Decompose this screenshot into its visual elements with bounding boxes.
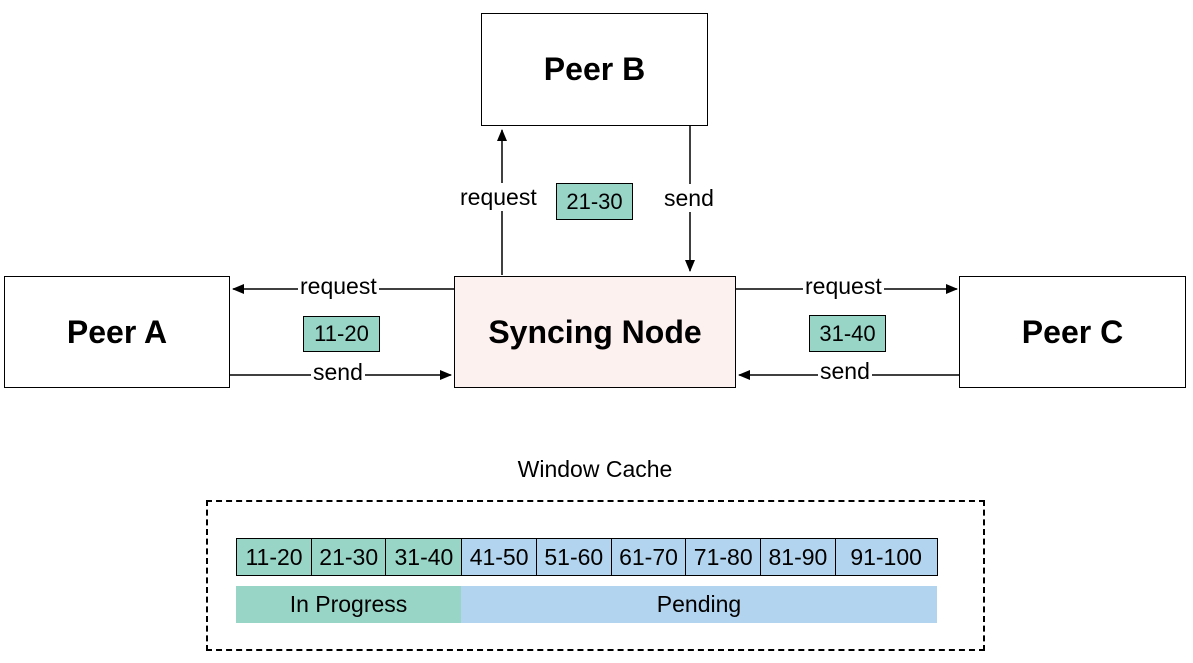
- syncing-node-box: Syncing Node: [454, 276, 736, 388]
- peer-a-box: Peer A: [4, 276, 230, 388]
- cache-cell: 21-30: [310, 538, 387, 576]
- range-tag-peer-b: 21-30: [556, 183, 633, 220]
- send-label-peer-b: send: [662, 184, 716, 212]
- cache-cell: 61-70: [610, 538, 687, 576]
- send-label-peer-a: send: [311, 358, 365, 386]
- legend-in-progress: In Progress: [236, 586, 461, 623]
- request-label-peer-a: request: [298, 272, 379, 300]
- range-tag-peer-c: 31-40: [809, 315, 886, 352]
- range-tag-peer-a: 11-20: [303, 316, 380, 352]
- send-label-peer-c: send: [818, 357, 872, 385]
- cache-cells: 11-20 21-30 31-40 41-50 51-60 61-70 71-8…: [236, 538, 938, 576]
- cache-cell: 71-80: [685, 538, 762, 576]
- cache-cell: 81-90: [759, 538, 836, 576]
- request-label-peer-c: request: [803, 272, 884, 300]
- request-label-peer-b: request: [458, 183, 539, 211]
- cache-cell: 41-50: [461, 538, 538, 576]
- window-cache-frame: [206, 500, 985, 651]
- peer-c-box: Peer C: [959, 276, 1186, 388]
- legend-pending: Pending: [461, 586, 937, 623]
- syncing-node-label: Syncing Node: [488, 313, 702, 350]
- cache-cell: 91-100: [834, 538, 938, 576]
- cache-cell: 11-20: [236, 538, 312, 576]
- peer-a-label: Peer A: [66, 313, 168, 350]
- peer-b-box: Peer B: [481, 13, 708, 126]
- peer-b-label: Peer B: [543, 51, 646, 87]
- cache-cell: 31-40: [385, 538, 463, 576]
- cache-cell: 51-60: [535, 538, 612, 576]
- window-cache-title: Window Cache: [517, 456, 673, 482]
- peer-c-label: Peer C: [1021, 313, 1124, 350]
